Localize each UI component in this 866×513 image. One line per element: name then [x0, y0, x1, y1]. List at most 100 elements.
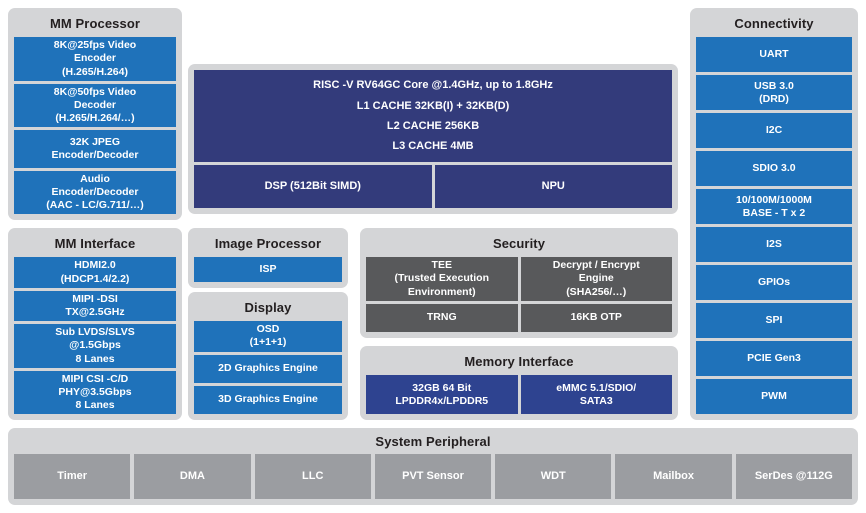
block-line: SATA3	[579, 394, 613, 407]
block-16kb-otp[interactable]: 16KB OTP	[520, 303, 672, 332]
block-line: Timer	[57, 469, 88, 482]
block-line: HDMI2.0	[74, 259, 116, 272]
block-mailbox[interactable]: Mailbox	[615, 454, 732, 499]
block-2d-graphics-engine[interactable]: 2D Graphics Engine	[194, 354, 342, 383]
block-line: DSP (512Bit SIMD)	[264, 179, 361, 192]
block-gpios[interactable]: GPIOs	[696, 265, 852, 301]
block-line: (1+1+1)	[249, 336, 287, 349]
block-line: (H.265/H.264/…)	[55, 111, 135, 124]
block-usb-3-0[interactable]: USB 3.0(DRD)	[696, 75, 852, 111]
block-line: (H.265/H.264)	[62, 65, 128, 78]
block-line: (Trusted Execution	[394, 272, 489, 285]
block-list-display: OSD(1+1+1)2D Graphics Engine 3D Graphics …	[194, 321, 342, 415]
block-line: LLC	[302, 469, 324, 482]
block-line: 8K@50fps Video	[53, 85, 137, 98]
block-line: NPU	[541, 179, 565, 192]
block-line: TEE	[431, 259, 452, 272]
block-line: 3D Graphics Engine	[218, 393, 318, 406]
block-line: BASE - T x 2	[742, 206, 806, 219]
block-dma[interactable]: DMA	[134, 454, 251, 499]
block-line: RISC -V RV64GC Core @1.4GHz, up to 1.8GH…	[313, 79, 553, 92]
block-line: (DRD)	[759, 92, 789, 105]
block-pcie-gen3[interactable]: PCIE Gen3	[696, 341, 852, 377]
block-line: DMA	[179, 469, 205, 482]
block-line: L2 CACHE 256KB	[386, 120, 480, 132]
block-npu[interactable]: NPU	[434, 165, 672, 208]
block-line: 32K JPEG	[69, 135, 121, 148]
block-line: PHY@3.5Gbps	[58, 385, 132, 398]
panel-title-memory-interface: Memory Interface	[464, 354, 574, 369]
block-line: ISP	[259, 263, 277, 276]
block-line: 32GB 64 Bit	[412, 381, 472, 394]
block-isp[interactable]: ISP	[194, 257, 342, 282]
block-line: SPI	[765, 314, 783, 326]
block-serdes-112g[interactable]: SerDes @112G	[735, 454, 852, 499]
block-timer[interactable]: Timer	[14, 454, 131, 499]
block-pvt-sensor[interactable]: PVT Sensor	[374, 454, 492, 499]
block-3d-graphics-engine[interactable]: 3D Graphics Engine	[194, 385, 342, 415]
block-line: SerDes @112G	[754, 469, 833, 482]
block-sdio-3-0[interactable]: SDIO 3.0	[696, 151, 852, 187]
block-line: MIPI -DSI	[72, 292, 118, 305]
panel-title-connectivity: Connectivity	[734, 16, 814, 31]
core-cpu-block: RISC -V RV64GC Core @1.4GHz, up to 1.8GH…	[194, 70, 672, 162]
block-line: PWM	[761, 389, 787, 402]
block-llc[interactable]: LLC	[254, 454, 371, 499]
block-uart[interactable]: UART	[696, 37, 852, 73]
block-line: Encoder	[73, 52, 116, 65]
block-line: Environment)	[407, 285, 476, 298]
panel-core-complex: RISC -V RV64GC Core @1.4GHz, up to 1.8GH…	[188, 64, 678, 214]
block-row-core-accelerators: DSP (512Bit SIMD) NPU	[194, 165, 672, 208]
panel-title-image-processor: Image Processor	[214, 236, 322, 251]
panel-title-display: Display	[244, 300, 292, 315]
block-i2c[interactable]: I2C	[696, 113, 852, 149]
panel-mm-interface: MM Interface HDMI2.0(HDCP1.4/2.2)MIPI -D…	[8, 228, 182, 420]
block-line: Decoder	[73, 98, 116, 111]
block-osd[interactable]: OSD(1+1+1)	[194, 321, 342, 352]
panel-image-processor: Image Processor ISP	[188, 228, 348, 288]
block-line: L1 CACHE 32KB(I) + 32KB(D)	[356, 99, 510, 112]
block-hdmi2-0[interactable]: HDMI2.0(HDCP1.4/2.2)	[14, 257, 176, 288]
block-i2s[interactable]: I2S	[696, 227, 852, 263]
block-line: 8 Lanes	[75, 398, 115, 411]
block-wdt[interactable]: WDT	[495, 454, 612, 499]
block-line: Audio	[80, 172, 110, 185]
block-line: PVT Sensor	[402, 469, 464, 482]
block-line: MIPI CSI -C/D	[61, 372, 129, 385]
block-dsp-512bit-simd[interactable]: DSP (512Bit SIMD)	[194, 165, 432, 208]
block-pwm[interactable]: PWM	[696, 379, 852, 414]
block-emmc-5-1-sdio[interactable]: eMMC 5.1/SDIO/SATA3	[520, 375, 672, 414]
block-line: (AAC - LC/G.711/…)	[46, 198, 144, 211]
block-line: Encoder/Decoder	[51, 148, 139, 161]
panel-title-system-peripheral: System Peripheral	[375, 434, 491, 449]
block-line: 16KB OTP	[570, 311, 622, 324]
block-trng[interactable]: TRNG	[366, 303, 518, 332]
panel-system-peripheral: System Peripheral Timer DMA LLC PVT Sensor W…	[8, 428, 858, 505]
panel-title-mm-processor: MM Processor	[49, 16, 141, 31]
block-spi[interactable]: SPI	[696, 303, 852, 339]
block-line: SDIO 3.0	[752, 162, 796, 175]
block-line: LPDDR4x/LPDDR5	[395, 394, 489, 407]
block-line: (HDCP1.4/2.2)	[60, 272, 130, 285]
